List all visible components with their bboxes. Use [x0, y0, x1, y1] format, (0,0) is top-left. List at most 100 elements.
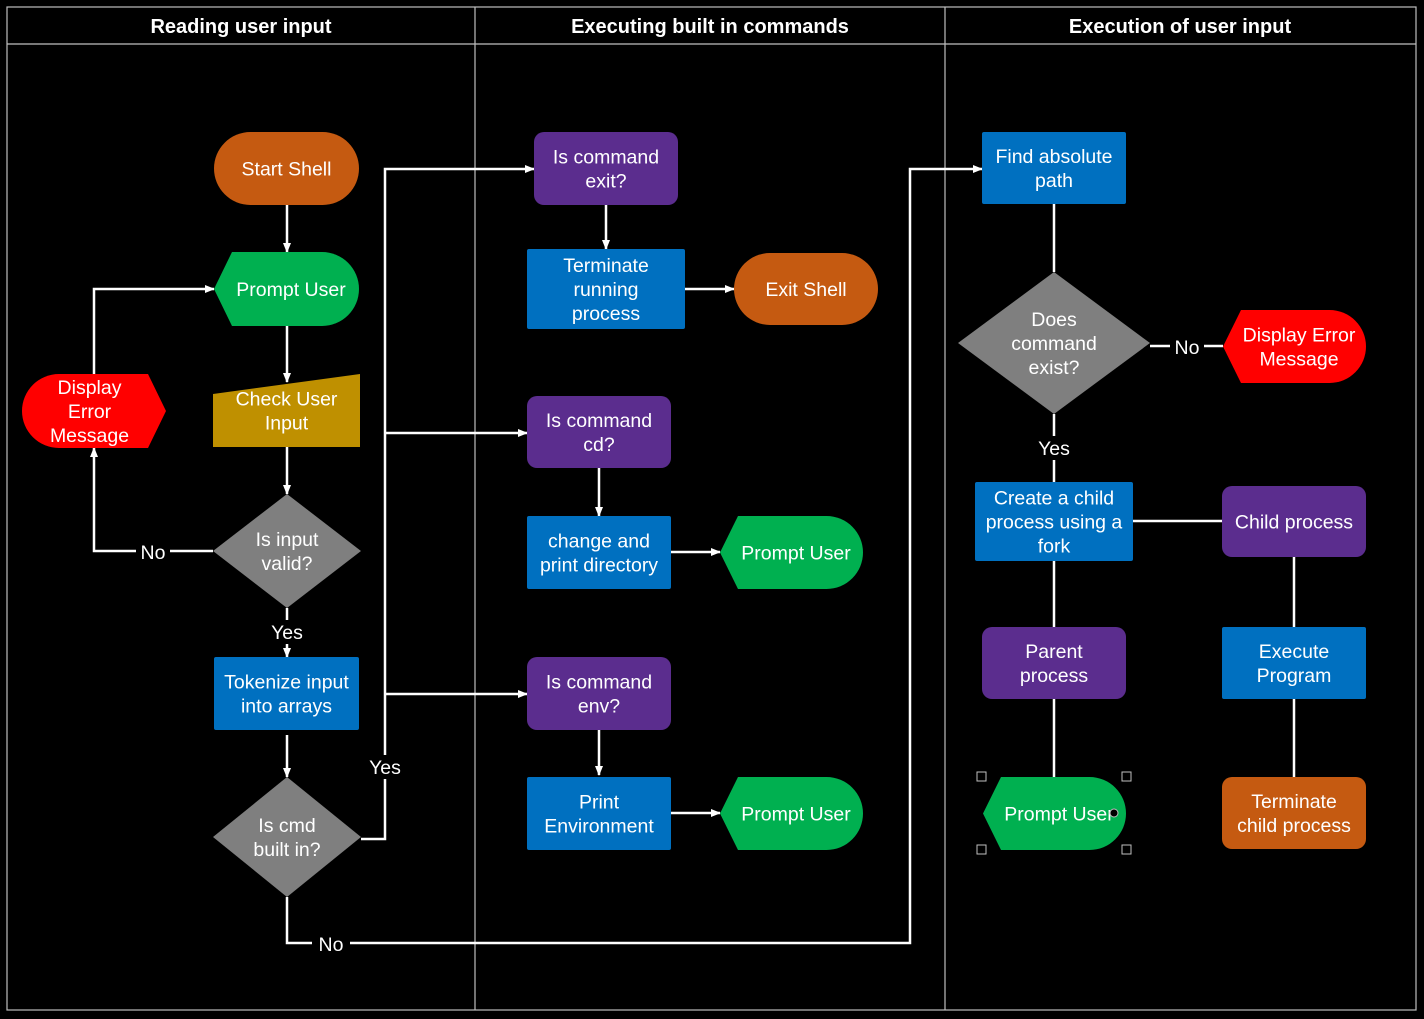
node-shape-execute-program: [1222, 627, 1366, 699]
node-label-is-command-exit: Is command: [553, 147, 659, 169]
node-label-is-command-cd: cd?: [583, 434, 615, 456]
edge-builtin-yes-to-exit: [361, 165, 535, 841]
node-label-is-input-valid: Is input: [256, 529, 319, 551]
node-label-prompt-user-4: Prompt User: [1004, 804, 1114, 826]
node-prompt-user-2[interactable]: Prompt User: [720, 516, 863, 589]
node-label-display-error-1: Display: [58, 377, 122, 399]
label-exist-no: No: [1175, 337, 1200, 359]
node-label-child-process: Child process: [1235, 512, 1353, 534]
node-shape-prompt-user-3: [720, 777, 863, 850]
node-label-does-command-exist: exist?: [1029, 357, 1080, 379]
node-shape-is-command-env: [527, 657, 671, 730]
node-shape-change-print-directory: [527, 516, 671, 589]
node-start-shell[interactable]: Start Shell: [214, 132, 359, 205]
node-label-create-child-process: fork: [1038, 536, 1071, 558]
node-label-is-cmd-builtin: built in?: [253, 839, 320, 861]
node-label-exit-shell: Exit Shell: [765, 279, 846, 301]
node-shape-create-child-process: [975, 482, 1133, 561]
node-shape-tokenize-input: [214, 657, 359, 730]
node-shape-prompt-user-4: [983, 777, 1126, 850]
node-shape-is-cmd-builtin: [213, 777, 361, 897]
node-label-create-child-process: Create a child: [994, 488, 1114, 510]
lane-title-builtin: Executing built in commands: [571, 16, 849, 38]
node-label-display-error-2: Message: [1259, 349, 1338, 371]
node-label-tokenize-input: into arrays: [241, 696, 332, 718]
node-label-is-command-env: Is command: [546, 672, 652, 694]
node-label-print-environment: Environment: [544, 816, 654, 838]
node-label-does-command-exist: command: [1011, 333, 1097, 355]
node-shape-start-shell: [214, 132, 359, 205]
node-label-start-shell: Start Shell: [242, 159, 332, 181]
node-label-is-command-cd: Is command: [546, 410, 652, 432]
node-shape-prompt-user-1: [214, 252, 359, 326]
node-shape-prompt-user-2: [720, 516, 863, 589]
node-label-terminate-child-process: Terminate: [1251, 791, 1337, 813]
node-label-display-error-1: Error: [68, 401, 112, 423]
node-label-terminate-child-process: child process: [1237, 815, 1351, 837]
node-shape-child-process: [1222, 486, 1366, 557]
node-shape-is-command-exit: [534, 132, 678, 205]
label-builtin-no: No: [319, 934, 344, 956]
node-label-prompt-user-2: Prompt User: [741, 543, 851, 565]
node-label-is-cmd-builtin: Is cmd: [258, 815, 315, 837]
node-exit-shell[interactable]: Exit Shell: [734, 253, 878, 325]
selection-handles: [976, 771, 1132, 855]
node-label-print-environment: Print: [579, 792, 620, 814]
node-label-change-print-directory: print directory: [540, 555, 658, 577]
label-builtin-yes: Yes: [369, 757, 401, 779]
node-label-execute-program: Program: [1257, 665, 1332, 687]
node-label-check-user-input: Check User: [236, 389, 338, 411]
node-shape-is-command-cd: [527, 396, 671, 468]
node-shape-display-error-1: [22, 374, 166, 448]
swimlane-frame: [6, 6, 1417, 1011]
node-shape-does-command-exist: [958, 272, 1150, 414]
node-prompt-user-1[interactable]: Prompt User: [214, 252, 359, 326]
node-label-create-child-process: process using a: [986, 512, 1123, 534]
label-exist-yes: Yes: [1038, 438, 1070, 460]
node-label-parent-process: process: [1020, 665, 1089, 687]
node-label-check-user-input: Input: [265, 413, 309, 435]
node-label-find-absolute-path: path: [1035, 170, 1073, 192]
edge-valid-no-to-error: [90, 447, 213, 553]
node-label-terminate-running-process: process: [572, 303, 641, 325]
label-valid-no: No: [141, 542, 166, 564]
node-shape-find-absolute-path: [982, 132, 1126, 204]
lane-title-execution: Execution of user input: [1069, 16, 1292, 38]
node-label-find-absolute-path: Find absolute: [995, 146, 1112, 168]
node-shape-exit-shell: [734, 253, 878, 325]
node-label-execute-program: Execute: [1259, 641, 1329, 663]
node-shape-terminate-child-process: [1222, 777, 1366, 849]
label-valid-yes: Yes: [271, 622, 303, 644]
node-prompt-user-3[interactable]: Prompt User: [720, 777, 863, 850]
node-shape-parent-process: [982, 627, 1126, 699]
node-label-is-command-env: env?: [578, 696, 620, 718]
node-label-display-error-1: Message: [50, 425, 129, 447]
edge-builtin-no-to-find: [285, 165, 983, 945]
lane-title-reading: Reading user input: [150, 16, 331, 38]
node-prompt-user-4[interactable]: Prompt User: [983, 777, 1126, 850]
node-child-process[interactable]: Child process: [1222, 486, 1366, 557]
node-label-parent-process: Parent: [1025, 641, 1083, 663]
node-shape-check-user-input: [213, 374, 360, 447]
node-label-prompt-user-3: Prompt User: [741, 804, 851, 826]
